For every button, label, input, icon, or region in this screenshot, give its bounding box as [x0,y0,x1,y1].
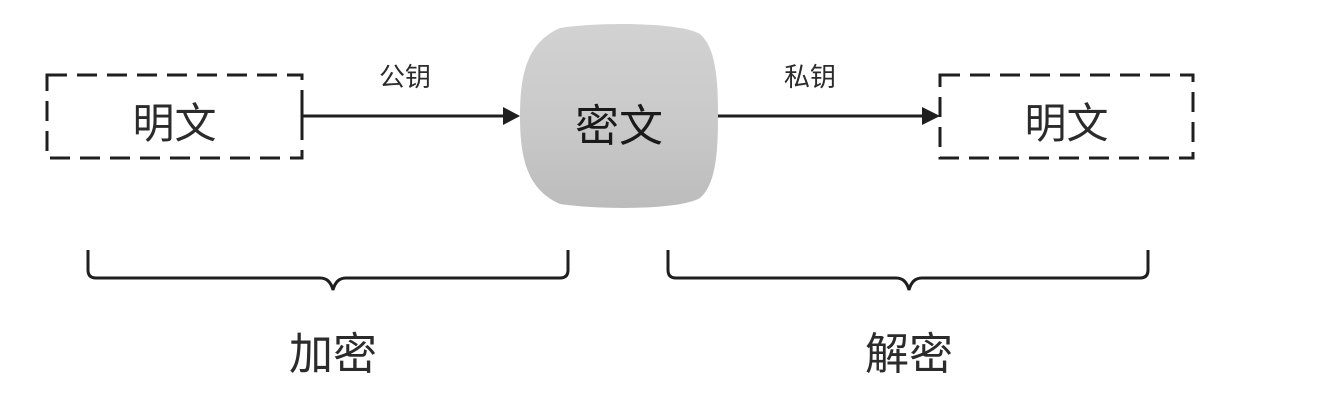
decrypt-label: 解密 [865,329,953,380]
private-key-label: 私钥 [783,63,836,93]
plaintext-label-right: 明文 [1024,99,1109,148]
arrowhead-private-key [922,107,940,125]
ciphertext-blob [520,24,718,208]
arrowhead-public-key [503,107,520,125]
brace-decrypt [666,250,1150,291]
ciphertext-label: 密文 [575,101,663,152]
plaintext-box-right [938,73,1195,160]
encrypt-label: 加密 [289,329,377,380]
plaintext-label-left: 明文 [132,99,217,148]
plaintext-box-left [45,73,304,160]
brace-encrypt [86,250,570,291]
public-key-label: 公钥 [378,63,431,93]
